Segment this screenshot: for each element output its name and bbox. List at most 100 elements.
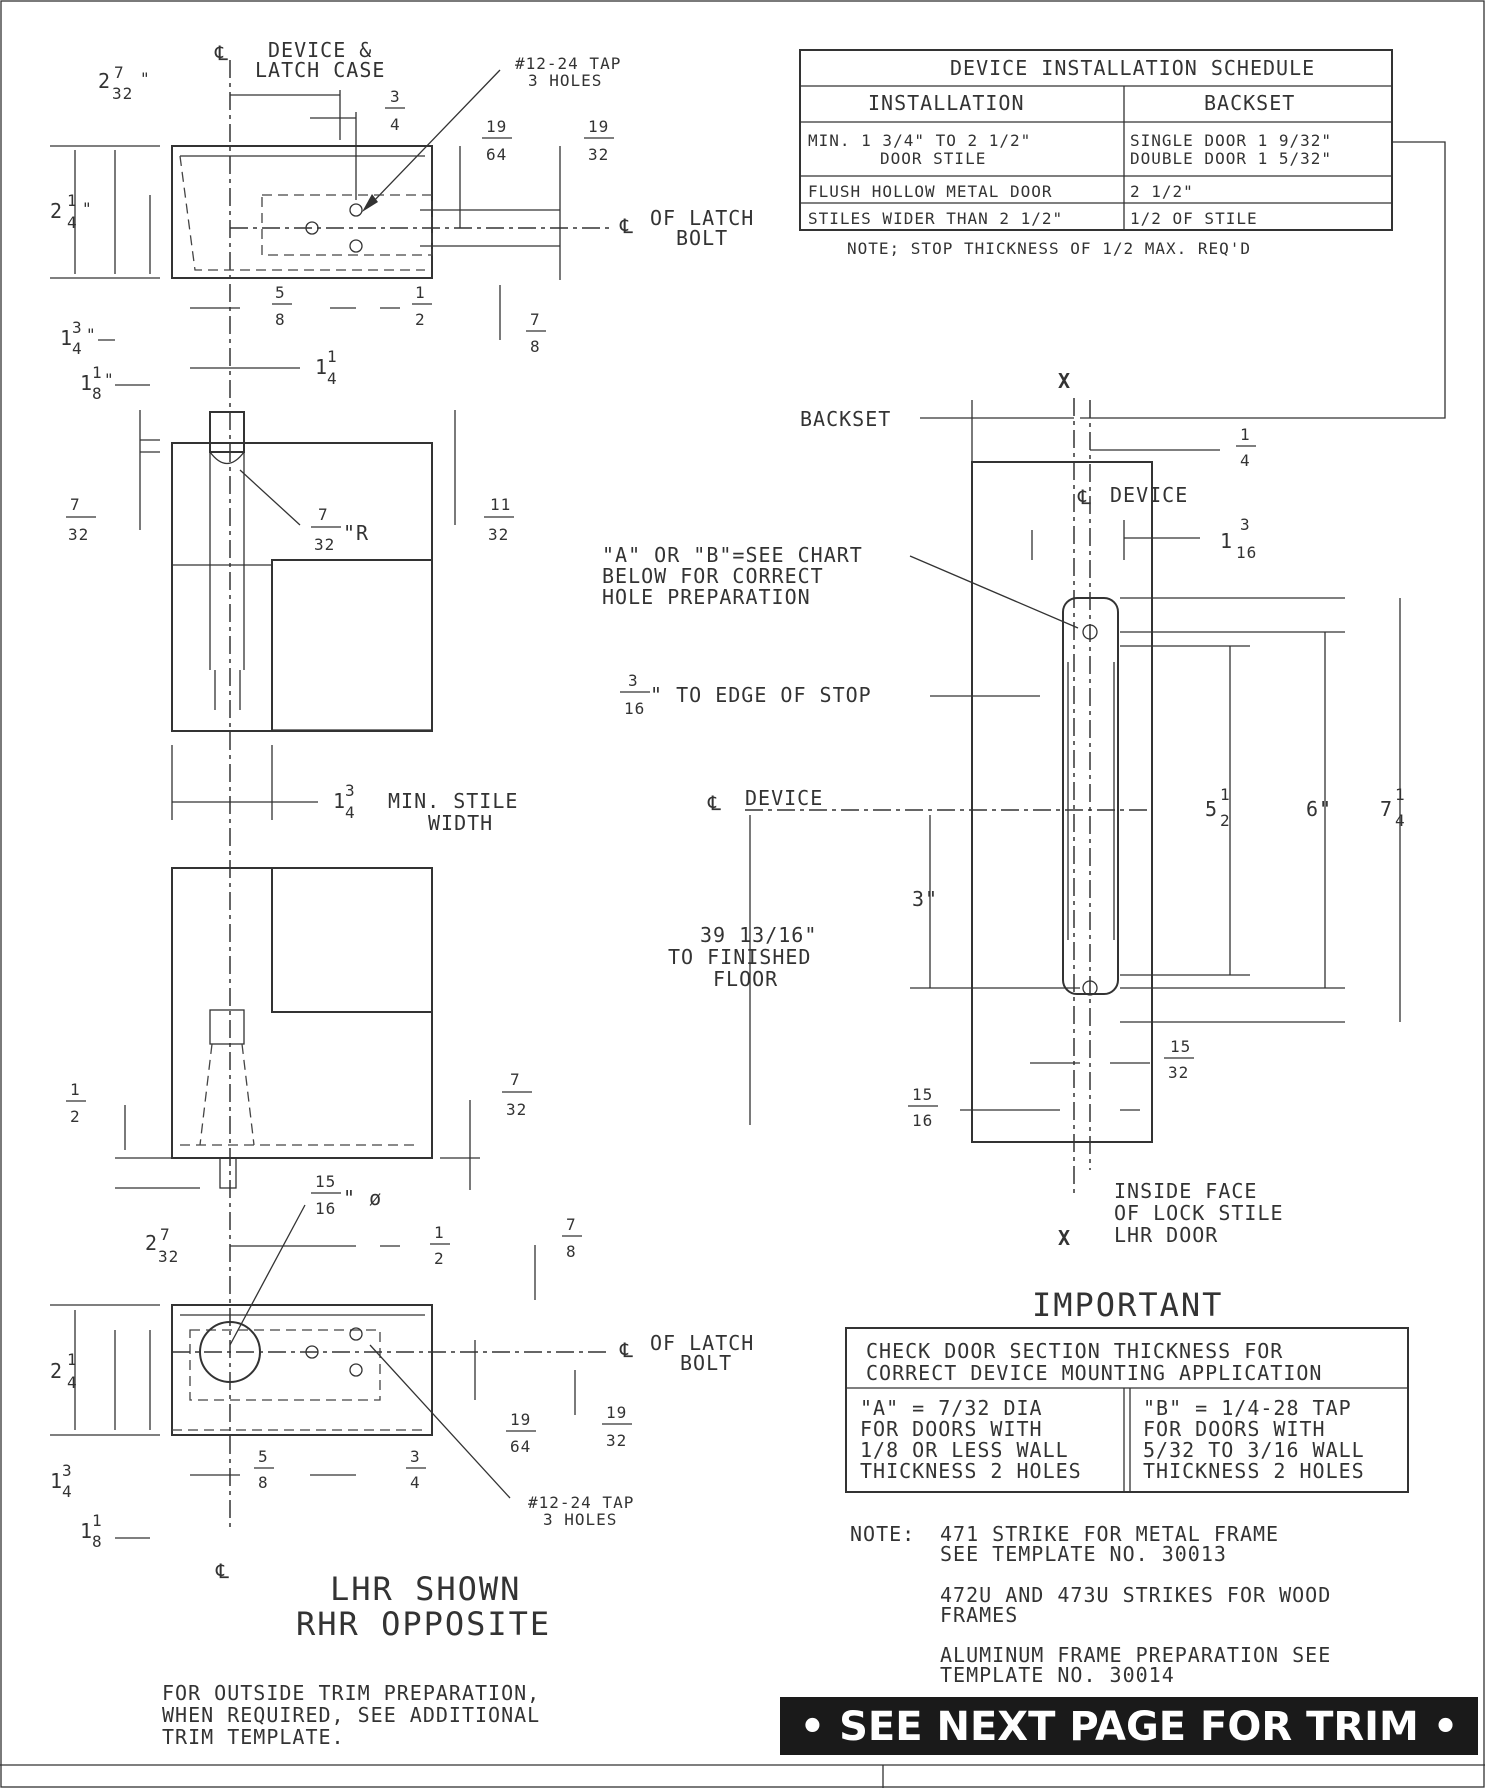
lock-stile: [971, 461, 1153, 1143]
important-table: [845, 1327, 1409, 1493]
schedule-row3-backset: 1/2 OF STILE: [1130, 209, 1258, 228]
caption: LHR SHOWN: [330, 1570, 521, 1608]
mount-hole-a: [1082, 624, 1098, 640]
lower-latch-case-outline: [171, 1304, 433, 1436]
dim-1-3-4-stile: 1: [333, 789, 345, 813]
svg-text:1: 1: [67, 191, 78, 210]
svg-text:": ": [86, 325, 97, 344]
svg-text:℄: ℄: [707, 791, 722, 815]
upper-elevation: 7 32 11 32 7 32 "R 1 3 4 MIN. STILE WIDT…: [66, 410, 517, 835]
dim-1-3-4-lower: 1: [50, 1469, 62, 1493]
important-a-3: 1/8 OR LESS WALL: [860, 1438, 1069, 1462]
dim-3: 3": [912, 887, 938, 911]
svg-text:4: 4: [390, 115, 401, 134]
tap-hole-upper: [349, 203, 363, 217]
important-b-1: "B" = 1/4-28 TAP: [1143, 1396, 1352, 1420]
svg-text:1: 1: [92, 363, 103, 382]
footer-note-2: WHEN REQUIRED, SEE ADDITIONAL: [162, 1703, 540, 1727]
svg-text:1: 1: [1395, 785, 1406, 804]
svg-text:32: 32: [112, 84, 133, 103]
chart-note-2: BELOW FOR CORRECT: [602, 564, 824, 588]
svg-text:4: 4: [327, 369, 338, 388]
svg-text:℄: ℄: [619, 1338, 634, 1362]
floor-note-2: TO FINISHED: [668, 945, 811, 969]
dim-2-1-4-lower: 2: [50, 1359, 62, 1383]
bottom-cl-symbol: ℄: [215, 1559, 230, 1583]
svg-text:4: 4: [345, 803, 356, 822]
svg-text:16: 16: [1236, 543, 1257, 562]
dim-5-8-top: 5: [275, 283, 286, 302]
svg-text:3: 3: [345, 781, 356, 800]
dim-6: 6": [1306, 797, 1332, 821]
device-plate: [1062, 597, 1119, 995]
svg-text:DOUBLE DOOR 1 5/32": DOUBLE DOOR 1 5/32": [1130, 149, 1332, 168]
schedule-col-backset: BACKSET: [1204, 91, 1295, 115]
svg-text:1: 1: [327, 347, 338, 366]
face-note-3: LHR DOOR: [1114, 1223, 1218, 1247]
footer-note-3: TRIM TEMPLATE.: [162, 1725, 345, 1749]
svg-text:16: 16: [912, 1111, 933, 1130]
strike-notes: NOTE: 471 STRIKE FOR METAL FRAME SEE TEM…: [850, 1522, 1331, 1687]
footer-note-1: FOR OUTSIDE TRIM PREPARATION,: [162, 1681, 540, 1705]
cl-label-2: LATCH CASE: [255, 58, 385, 82]
floor-note-1: 39 13/16": [700, 923, 817, 947]
latch-cl-symbol: ℄: [619, 214, 634, 238]
svg-text:16: 16: [624, 699, 645, 718]
svg-text:2: 2: [1220, 811, 1231, 830]
latch-label-lower-2: BOLT: [680, 1351, 732, 1375]
dim-1-2-left: 1: [70, 1080, 81, 1099]
svg-text:64: 64: [510, 1437, 531, 1456]
floor-note-3: FLOOR: [713, 967, 778, 991]
trim-banner: [780, 1697, 1478, 1755]
tap-hole-lower: [349, 239, 363, 253]
chart-note-3: HOLE PREPARATION: [602, 585, 811, 609]
important-a-2: FOR DOORS WITH: [860, 1417, 1043, 1441]
svg-text:DOOR STILE: DOOR STILE: [880, 149, 986, 168]
important-b-3: 5/32 TO 3/16 WALL: [1143, 1438, 1365, 1462]
latch-bolt-lower: [219, 1157, 237, 1189]
x-mark-top: X: [1058, 369, 1071, 393]
svg-text:8: 8: [566, 1242, 577, 1261]
svg-text:8: 8: [530, 337, 541, 356]
schedule-title: DEVICE INSTALLATION SCHEDULE: [950, 56, 1315, 80]
x-mark-bottom: X: [1058, 1226, 1071, 1250]
dim-1-1-8-lower: 1: [80, 1519, 92, 1543]
device-cl-label: DEVICE: [1110, 483, 1188, 507]
dim-7-32-r: 7: [318, 505, 329, 524]
svg-text:4: 4: [1240, 451, 1251, 470]
note-2-line-1: 472U AND 473U STRIKES FOR WOOD: [940, 1583, 1331, 1607]
dim-3-16-stop: 3: [628, 671, 639, 690]
dim-5-1-2: 5: [1205, 797, 1217, 821]
note-3-line-2: TEMPLATE NO. 30014: [940, 1663, 1175, 1687]
svg-text:32: 32: [158, 1247, 179, 1266]
dim-1-1-8: 1: [80, 371, 92, 395]
cl-label: DEVICE &: [268, 38, 372, 62]
backset-label: BACKSET: [800, 407, 891, 431]
schedule-row2-install: FLUSH HOLLOW METAL DOOR: [808, 182, 1053, 201]
dim-1-3-4: 1: [60, 326, 72, 350]
tap-leader: [369, 69, 501, 206]
dim-7-32-left: 7: [70, 495, 81, 514]
bottom-latch-view: 15 16 " ø 2 7 32 1 2 7 8 ℄ OF LATCH BOLT…: [50, 1172, 753, 1749]
svg-text:1: 1: [67, 1350, 78, 1369]
caption-2: RHR OPPOSITE: [296, 1605, 551, 1643]
installation-schedule: DEVICE INSTALLATION SCHEDULE INSTALLATIO…: [799, 49, 1446, 419]
svg-text:3: 3: [72, 318, 83, 337]
important-box: IMPORTANT CHECK DOOR SECTION THICKNESS F…: [845, 1286, 1409, 1493]
dim-15-16-dia: 15: [315, 1172, 336, 1191]
svg-text:"R: "R: [343, 521, 369, 545]
dim-1-1-4-top: 1: [315, 355, 327, 379]
important-b-4: THICKNESS 2 HOLES: [1143, 1459, 1365, 1483]
svg-text:2: 2: [415, 310, 426, 329]
svg-text:": ": [82, 199, 93, 218]
device-cl-label-2: DEVICE: [745, 786, 823, 810]
svg-text:4: 4: [67, 1373, 78, 1392]
dim-2-7-32: 2: [98, 69, 110, 93]
tap-note-2: 3 HOLES: [528, 71, 602, 90]
svg-text:2: 2: [434, 1249, 445, 1268]
tap-note-lower: #12-24 TAP: [528, 1493, 634, 1512]
stop-note: " TO EDGE OF STOP: [650, 683, 872, 707]
dim-2-1-4: 2: [50, 199, 62, 223]
